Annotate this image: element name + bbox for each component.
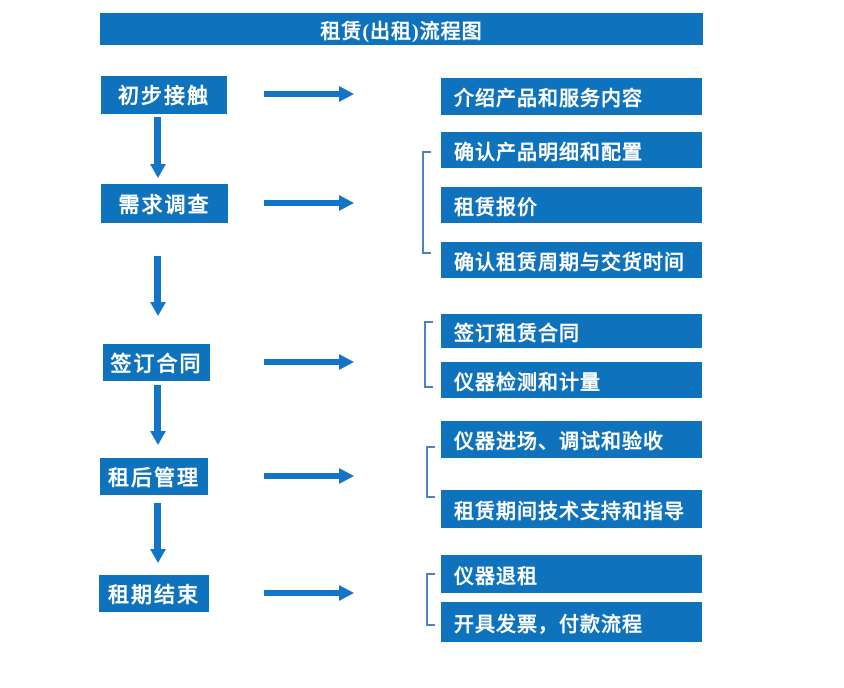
arrow-right-icon-3 bbox=[264, 354, 354, 370]
detail-sign-rental-contract: 签订租赁合同 bbox=[441, 314, 702, 348]
bracket-group-post-rental bbox=[426, 446, 435, 498]
arrow-right-icon-4 bbox=[264, 468, 354, 484]
bracket-group-rental-end bbox=[426, 573, 435, 626]
detail-confirm-rental-period-delivery: 确认租赁周期与交货时间 bbox=[441, 242, 702, 278]
detail-instrument-entry-debug-acceptance: 仪器进场、调试和验收 bbox=[441, 421, 702, 458]
arrow-down-icon-4 bbox=[149, 503, 166, 563]
bracket-group-sign-contract bbox=[424, 321, 433, 388]
bracket-group-demand-survey bbox=[422, 151, 431, 254]
arrow-right-icon-5 bbox=[264, 585, 354, 601]
arrow-right-icon-2 bbox=[264, 195, 354, 211]
arrow-down-icon-1 bbox=[149, 117, 166, 178]
flowchart-title: 租赁(出租)流程图 bbox=[100, 13, 703, 45]
detail-confirm-product-configuration: 确认产品明细和配置 bbox=[441, 132, 702, 168]
arrow-down-icon-3 bbox=[149, 385, 166, 445]
step-rental-end: 租期结束 bbox=[99, 575, 209, 612]
detail-instrument-testing-measurement: 仪器检测和计量 bbox=[441, 362, 702, 398]
arrow-right-icon-1 bbox=[264, 86, 354, 102]
detail-instrument-return: 仪器退租 bbox=[441, 555, 702, 593]
detail-rental-quotation: 租赁报价 bbox=[441, 187, 702, 223]
arrow-down-icon-2 bbox=[149, 256, 166, 316]
step-post-rental-management: 租后管理 bbox=[100, 458, 208, 495]
detail-technical-support-guidance: 租赁期间技术支持和指导 bbox=[441, 490, 702, 528]
detail-introduce-products-services: 介绍产品和服务内容 bbox=[441, 78, 702, 115]
step-sign-contract: 签订合同 bbox=[103, 344, 210, 381]
step-initial-contact: 初步接触 bbox=[101, 76, 227, 114]
step-demand-survey: 需求调查 bbox=[101, 184, 228, 223]
detail-invoice-payment-process: 开具发票，付款流程 bbox=[441, 602, 702, 642]
